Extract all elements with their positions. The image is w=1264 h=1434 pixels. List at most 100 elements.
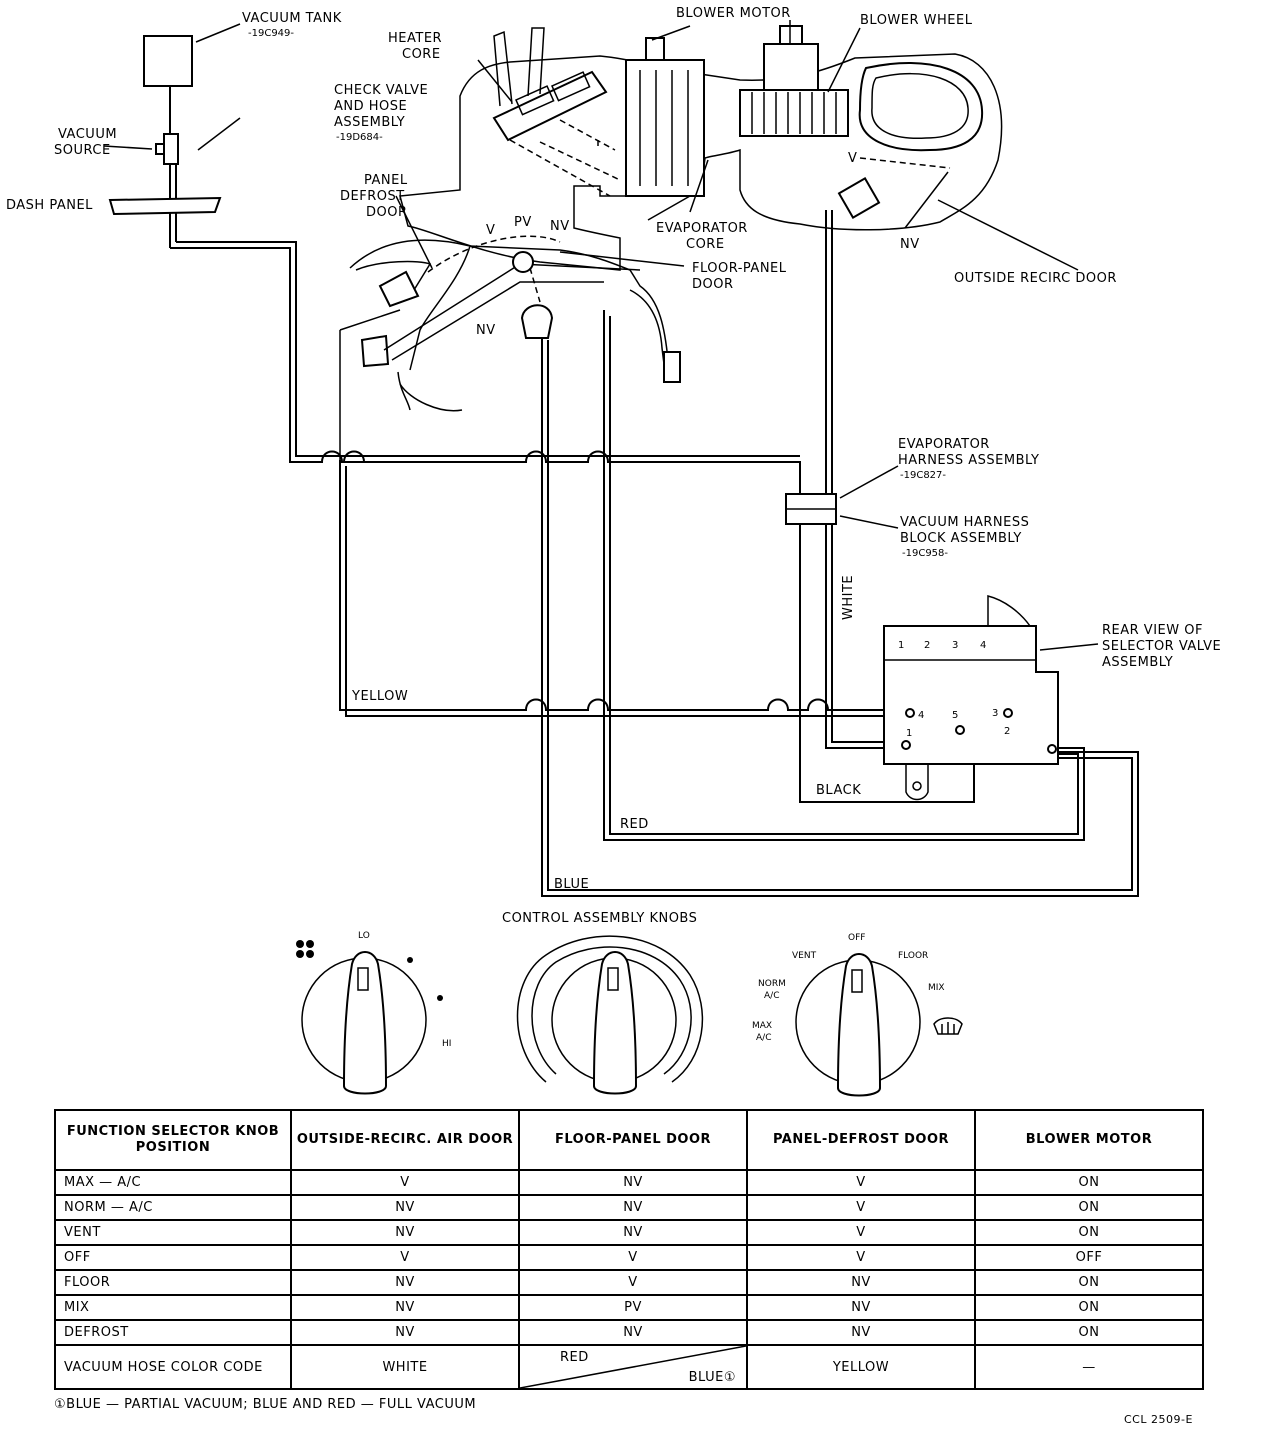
svg-text:A/C: A/C — [756, 1033, 771, 1043]
table-header-row: FUNCTION SELECTOR KNOB POSITION OUTSIDE-… — [54, 1109, 1204, 1171]
outside-recirc-door-label: OUTSIDE RECIRC DOOR — [954, 271, 1117, 286]
svg-text:2: 2 — [924, 640, 930, 651]
floor-red-label: RED — [560, 1350, 589, 1365]
cell-position: OFF — [54, 1244, 292, 1271]
cell-floor: NV — [518, 1169, 748, 1196]
svg-text:ASSEMBLY: ASSEMBLY — [1102, 655, 1173, 670]
selector-valve-label: REAR VIEW OF — [1102, 623, 1203, 638]
recirc-door-actuator — [837, 177, 881, 219]
cell-floor: NV — [518, 1194, 748, 1221]
svg-text:DOOR: DOOR — [366, 205, 408, 220]
svg-text:NV: NV — [550, 219, 570, 234]
svg-text:V: V — [848, 151, 857, 166]
cell-panel: V — [746, 1169, 976, 1196]
cell-position: NORM — A/C — [54, 1194, 292, 1221]
svg-text:NV: NV — [476, 323, 496, 338]
svg-text:A/C: A/C — [764, 991, 779, 1001]
evaporator-harness-label: EVAPORATOR — [898, 437, 990, 452]
panel-defrost-door-label: PANEL — [364, 173, 408, 188]
func-vent-label: VENT — [792, 951, 817, 961]
svg-text:-19C958-: -19C958- — [902, 548, 948, 559]
cell-panel-color: YELLOW — [746, 1344, 976, 1390]
heater-core-label: HEATER — [388, 31, 442, 46]
cell-blower: ON — [974, 1194, 1204, 1221]
svg-text:DOOR: DOOR — [692, 277, 734, 292]
cell-floor: V — [518, 1244, 748, 1271]
blower-motor — [763, 43, 819, 91]
header-outside-recirc: OUTSIDE-RECIRC. AIR DOOR — [290, 1109, 520, 1171]
figure-id: CCL 2509-E — [1124, 1413, 1193, 1426]
svg-text:5: 5 — [952, 710, 958, 721]
control-knobs-label: CONTROL ASSEMBLY KNOBS — [502, 911, 697, 926]
cell-panel: NV — [746, 1294, 976, 1321]
red-hose-label: RED — [620, 817, 649, 832]
vacuum-tank — [143, 35, 193, 87]
table-row: FLOOR NV V NV ON — [54, 1269, 1204, 1296]
cell-floor: NV — [518, 1319, 748, 1346]
cell-outside: NV — [290, 1269, 520, 1296]
cell-panel: V — [746, 1219, 976, 1246]
svg-text:SOURCE: SOURCE — [54, 143, 111, 158]
blower-hi-label: HI — [442, 1039, 451, 1049]
function-selector-knob[interactable] — [795, 953, 963, 1097]
table-row: DEFROST NV NV NV ON — [54, 1319, 1204, 1346]
blue-hose-label: BLUE — [554, 877, 589, 892]
vacuum-source-label: VACUUM — [58, 127, 117, 142]
func-mix-label: MIX — [928, 983, 945, 993]
fan-icon — [296, 940, 314, 958]
vent-outlet — [339, 309, 411, 460]
table-row: MIX NV PV NV ON — [54, 1294, 1204, 1321]
svg-text:SELECTOR VALVE: SELECTOR VALVE — [1102, 639, 1221, 654]
dash-panel — [108, 196, 222, 216]
svg-text:-19C827-: -19C827- — [900, 470, 946, 481]
cell-blower: ON — [974, 1294, 1204, 1321]
cell-outside: NV — [290, 1294, 520, 1321]
black-hose-label: BLACK — [816, 783, 861, 798]
cell-position: MAX — A/C — [54, 1169, 292, 1196]
temperature-knob[interactable] — [516, 935, 704, 1095]
header-blower-motor: BLOWER MOTOR — [974, 1109, 1204, 1171]
check-valve-label: CHECK VALVE — [334, 83, 428, 98]
dash-panel-label: DASH PANEL — [6, 198, 93, 213]
cell-outside: NV — [290, 1194, 520, 1221]
outside-recirc-door — [904, 171, 949, 229]
cell-panel: V — [746, 1194, 976, 1221]
cell-outside-color: WHITE — [290, 1344, 520, 1390]
cell-blower-color: — — [974, 1344, 1204, 1390]
svg-text:CORE: CORE — [402, 47, 441, 62]
check-valve — [163, 133, 179, 165]
func-norm-label: NORM — [758, 979, 786, 989]
svg-text:AND HOSE: AND HOSE — [334, 99, 407, 114]
cell-floor-color: RED BLUE① — [518, 1344, 748, 1390]
table-row: NORM — A/C NV NV V ON — [54, 1194, 1204, 1221]
header-panel-defrost: PANEL-DEFROST DOOR — [746, 1109, 976, 1171]
cell-position: FLOOR — [54, 1269, 292, 1296]
cell-panel: V — [746, 1244, 976, 1271]
svg-text:1: 1 — [898, 640, 904, 651]
floor-panel-door-label: FLOOR-PANEL — [692, 261, 787, 276]
cell-blower: OFF — [974, 1244, 1204, 1271]
func-off-label: OFF — [848, 933, 865, 943]
white-hose-label: WHITE — [841, 575, 856, 620]
blower-wheel — [739, 89, 849, 137]
blower-speed-knob[interactable] — [296, 940, 443, 1095]
cell-outside: NV — [290, 1219, 520, 1246]
outside-recirc-inlet — [858, 62, 984, 152]
svg-text:NV: NV — [900, 237, 920, 252]
func-floor-label: FLOOR — [898, 951, 928, 961]
svg-text:4: 4 — [918, 710, 924, 721]
cell-panel: NV — [746, 1319, 976, 1346]
svg-text:3: 3 — [952, 640, 958, 651]
color-code-row: VACUUM HOSE COLOR CODE WHITE RED BLUE① Y… — [54, 1344, 1204, 1390]
blue-hose — [541, 338, 1139, 897]
cell-position: MIX — [54, 1294, 292, 1321]
blower-wheel-label: BLOWER WHEEL — [860, 13, 973, 28]
evaporator-core — [625, 59, 705, 197]
cell-floor: NV — [518, 1219, 748, 1246]
cell-blower: ON — [974, 1169, 1204, 1196]
svg-text:PV: PV — [514, 215, 532, 230]
floor-blue-label: BLUE① — [688, 1370, 736, 1385]
defrost-duct — [349, 239, 669, 412]
yellow-hose — [339, 460, 906, 711]
svg-text:CORE: CORE — [686, 237, 725, 252]
